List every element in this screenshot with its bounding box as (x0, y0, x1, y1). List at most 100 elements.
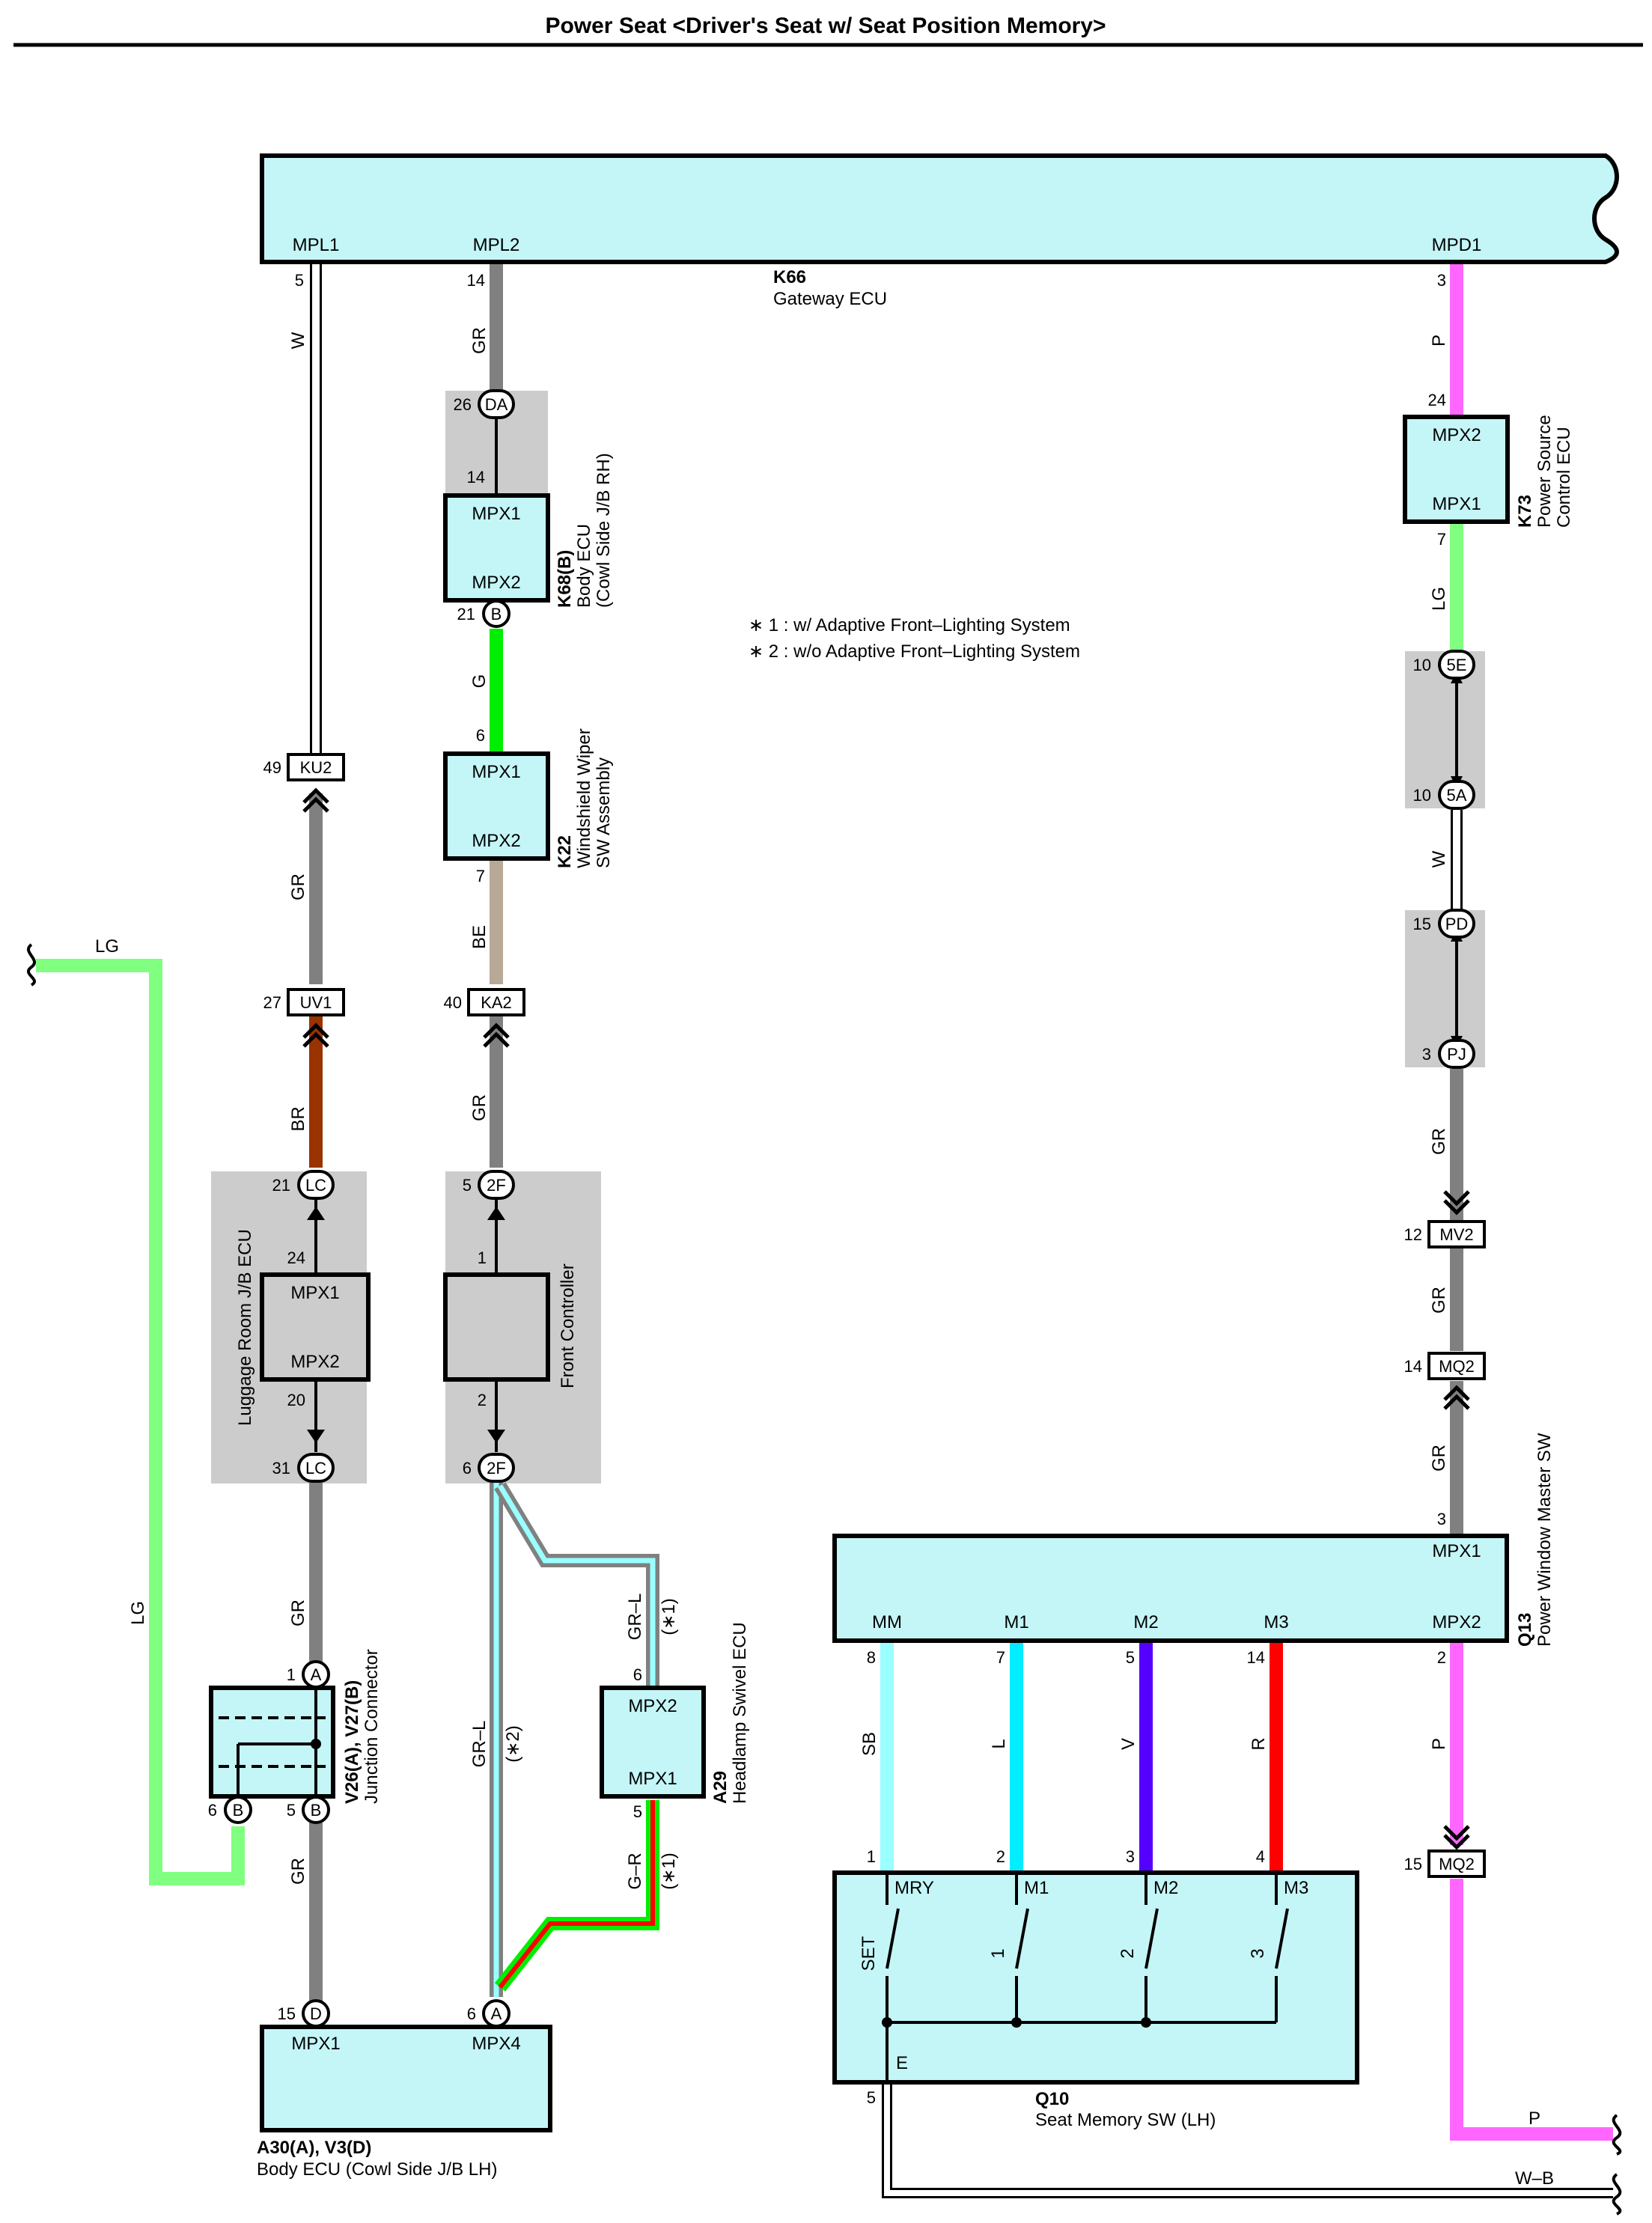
wire-label-gr-ka2: GR (469, 1094, 490, 1121)
mq2-bot-chevron-1 (1443, 1825, 1470, 1841)
connector-ka2 (467, 988, 525, 1016)
wire-gr-1-inner (498, 1800, 655, 1989)
wire-grl-1 (494, 1482, 659, 1686)
wire-label-v: V (1118, 1738, 1139, 1750)
pin-a29-top: 6 (633, 1665, 642, 1684)
k66-mpd1-label: MPD1 (1432, 235, 1482, 255)
q13-t-top: MPX1 (1432, 1541, 1481, 1561)
connector-5a (1438, 780, 1475, 810)
k73-name1: Power Source (1534, 415, 1555, 528)
q10-seat-memory-sw (832, 1870, 1359, 2085)
pin-uv1: 27 (263, 993, 281, 1012)
a30-t1: MPX1 (291, 2034, 340, 2054)
mv2-chevron-2 (1443, 1199, 1470, 1216)
pin-a-a30: 6 (467, 2004, 476, 2023)
connector-ka2-label: KA2 (481, 993, 512, 1012)
luggage-t2: MPX2 (290, 1352, 339, 1372)
wire-label-grl-2: GR–L (469, 1721, 490, 1768)
pin-mv2: 12 (1404, 1225, 1422, 1244)
wire-label-gr-r: G–R (625, 1852, 645, 1889)
wire-label-br: BR (288, 1106, 308, 1131)
q10-switch-3: 3 (1248, 1948, 1268, 1958)
pin-q13-m3: 14 (1247, 1648, 1265, 1667)
wire-lg-left (36, 959, 245, 1885)
pin-k68-bot: 21 (457, 605, 475, 623)
a30-code: A30(A), V3(D) (257, 2138, 371, 2158)
connector-mv2-label: MV2 (1439, 1225, 1473, 1244)
q10-t-m3: M3 (1284, 1878, 1308, 1898)
connector-5e (1438, 650, 1475, 680)
wire-label-gr-junc-top: GR (288, 1600, 308, 1626)
a30-name: Body ECU (Cowl Side J/B LH) (257, 2159, 497, 2180)
wire-label-w-mpl1: W (288, 332, 308, 349)
k73-t1: MPX2 (1432, 425, 1481, 445)
pin-lug-top: 24 (287, 1248, 305, 1267)
wire-mq2-right (1450, 1879, 1613, 2141)
pin-mq2-bot: 15 (1404, 1855, 1422, 1873)
connector-2f-top (478, 1170, 515, 1200)
mv2-chevron-1 (1443, 1190, 1470, 1207)
pin-q13-m1: 7 (996, 1648, 1005, 1667)
k73-power-source-ecu (1403, 415, 1510, 524)
connector-mq2-top (1427, 1352, 1486, 1380)
q13-name: Power Window Master SW (1534, 1433, 1555, 1647)
connector-a-junction-label: A (311, 1665, 322, 1684)
junction-code: V26(A), V27(B) (342, 1680, 362, 1804)
front-controller-name: Front Controller (558, 1263, 578, 1388)
junction-name: Junction Connector (362, 1649, 382, 1804)
wire-label-g-k68: G (469, 674, 490, 689)
q10-switch-2: 2 (1118, 1948, 1138, 1958)
a29-t1: MPX2 (628, 1696, 677, 1716)
pin-lug-bot: 20 (287, 1391, 305, 1409)
pin-pj: 3 (1422, 1045, 1431, 1064)
connector-mv2 (1427, 1220, 1486, 1248)
pin-b-junction-right: 5 (287, 1801, 296, 1820)
k66-code: K66 (773, 267, 806, 287)
ku2-chevron-1 (302, 787, 329, 804)
k66-gateway-box (260, 153, 1619, 264)
pin-q10-m2: 3 (1126, 1847, 1135, 1866)
a29-name: Headlamp Swivel ECU (730, 1622, 750, 1804)
a30-body-ecu (260, 2025, 552, 2132)
connector-2f-bot (478, 1453, 515, 1483)
wire-label-wb-right: W–B (1515, 2168, 1554, 2189)
break-mark-lg (27, 943, 36, 987)
connector-da-label: DA (485, 395, 508, 414)
pin-q10-mry: 1 (867, 1847, 876, 1866)
wire-label-lg-left: LG (128, 1601, 148, 1625)
pin-lc-top: 21 (272, 1176, 290, 1195)
luggage-name: Luggage Room J/B ECU (235, 1229, 255, 1426)
ka2-chevron-2 (483, 1031, 510, 1048)
connector-2f-bot-label: 2F (487, 1459, 506, 1478)
pin-a29-bot: 5 (633, 1802, 642, 1821)
wire-label-gr-pj: GR (1429, 1128, 1449, 1155)
pin-mpd1: 3 (1437, 271, 1446, 290)
k22-wiper-sw (443, 751, 550, 861)
connector-b-junction-right-label: B (311, 1801, 322, 1820)
luggage-jb-ecu (260, 1272, 371, 1382)
pin-q10-m1: 2 (996, 1847, 1005, 1866)
k68-t2: MPX2 (472, 573, 520, 593)
connector-mq2-top-label: MQ2 (1439, 1357, 1475, 1376)
k73-code: K73 (1515, 495, 1535, 528)
pin-q13-top: 3 (1437, 1510, 1446, 1528)
q13-t-m3: M3 (1264, 1612, 1288, 1632)
connector-5e-label: 5E (1447, 656, 1467, 674)
junction-node (311, 1739, 321, 1749)
wire-label-lg-k73: LG (1429, 587, 1449, 611)
connector-uv1-label: UV1 (300, 993, 332, 1012)
pin-fc-top: 1 (478, 1248, 487, 1267)
ku2-chevron-2 (302, 796, 329, 813)
pin-q10-e: 5 (867, 2088, 876, 2107)
connector-b-k68-label: B (491, 605, 502, 623)
connector-pj (1438, 1039, 1475, 1069)
pin-q13-m2: 5 (1126, 1648, 1135, 1667)
pin-k22-top: 6 (476, 726, 485, 745)
q10-switch-set: SET (859, 1936, 879, 1971)
wire-label-l: L (989, 1739, 1009, 1748)
uv1-chevron-1 (302, 1022, 329, 1039)
pin-5a: 10 (1413, 786, 1431, 805)
wire-label-p-q13: P (1429, 1738, 1449, 1750)
connector-b-junction-left (224, 1796, 252, 1824)
connector-2f-top-label: 2F (487, 1176, 506, 1195)
